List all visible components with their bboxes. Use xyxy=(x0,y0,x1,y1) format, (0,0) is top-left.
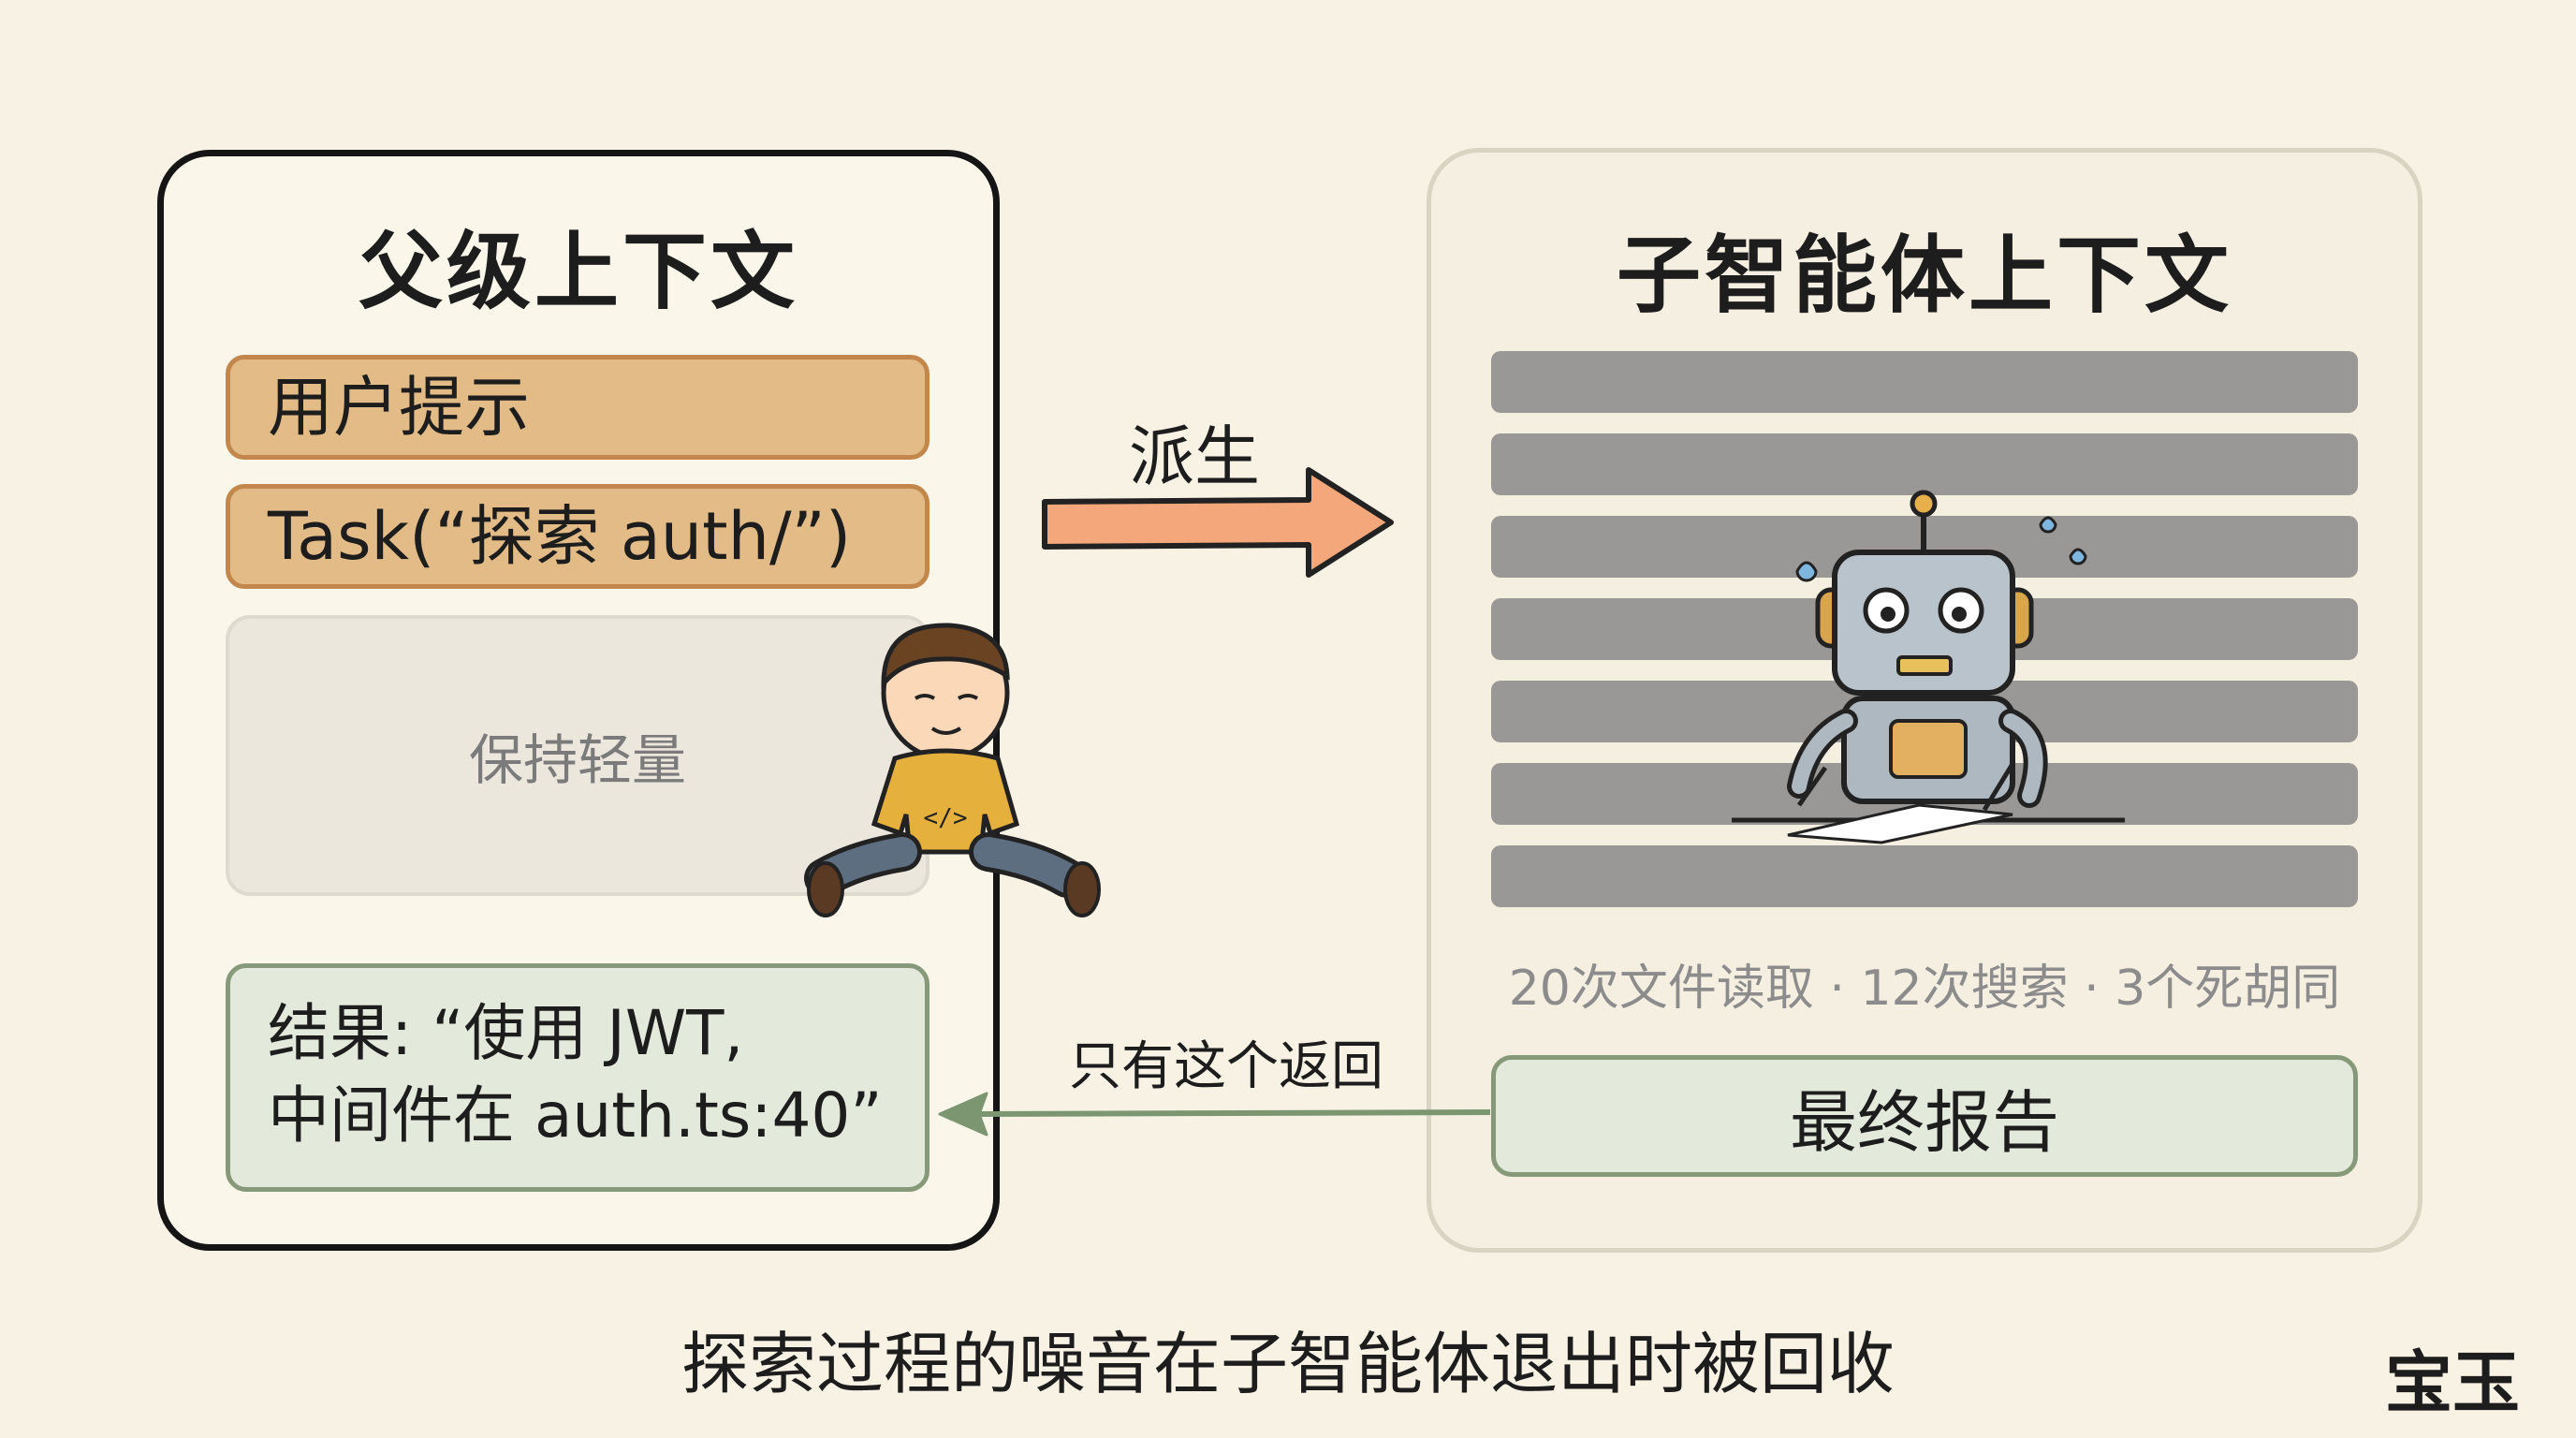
exploration-stats: 20次文件读取 · 12次搜索 · 3个死胡同 xyxy=(1508,961,2341,1017)
spawn-label: 派生 xyxy=(1129,418,1260,495)
final-report-label: 最终报告 xyxy=(1789,1082,2059,1162)
final-report-box: 最终报告 xyxy=(1491,1055,2358,1177)
return-label: 只有这个返回 xyxy=(1069,1036,1383,1097)
parent-context-panel: 父级上下文 用户提示 Task(“探索 auth/”) 保持轻量 结果: “使用… xyxy=(157,150,1000,1251)
parent-context-title: 父级上下文 xyxy=(359,223,798,321)
spawn-arrow xyxy=(1042,467,1394,578)
user-prompt-box: 用户提示 xyxy=(226,355,929,460)
keep-light-label: 保持轻量 xyxy=(468,728,686,792)
context-stripe xyxy=(1491,433,2358,495)
caption: 探索过程的噪音在子智能体退出时被回收 xyxy=(681,1325,1895,1403)
context-stripe xyxy=(1491,845,2358,907)
keep-light-box: 保持轻量 xyxy=(226,615,929,896)
result-line-2: 中间件在 auth.ts:40” xyxy=(268,1079,883,1152)
boy-illustration: </> xyxy=(804,623,1101,917)
svg-text:</>: </> xyxy=(924,804,968,832)
return-arrow xyxy=(938,1092,1491,1137)
robot-illustration xyxy=(1732,490,2125,844)
task-call-box: Task(“探索 auth/”) xyxy=(226,484,929,589)
context-stripe xyxy=(1491,351,2358,413)
result-box: 结果: “使用 JWT, 中间件在 auth.ts:40” xyxy=(226,963,929,1192)
child-context-title: 子智能体上下文 xyxy=(1617,227,2232,325)
signature: 宝玉 xyxy=(2385,1343,2521,1422)
result-line-1: 结果: “使用 JWT, xyxy=(268,997,744,1069)
